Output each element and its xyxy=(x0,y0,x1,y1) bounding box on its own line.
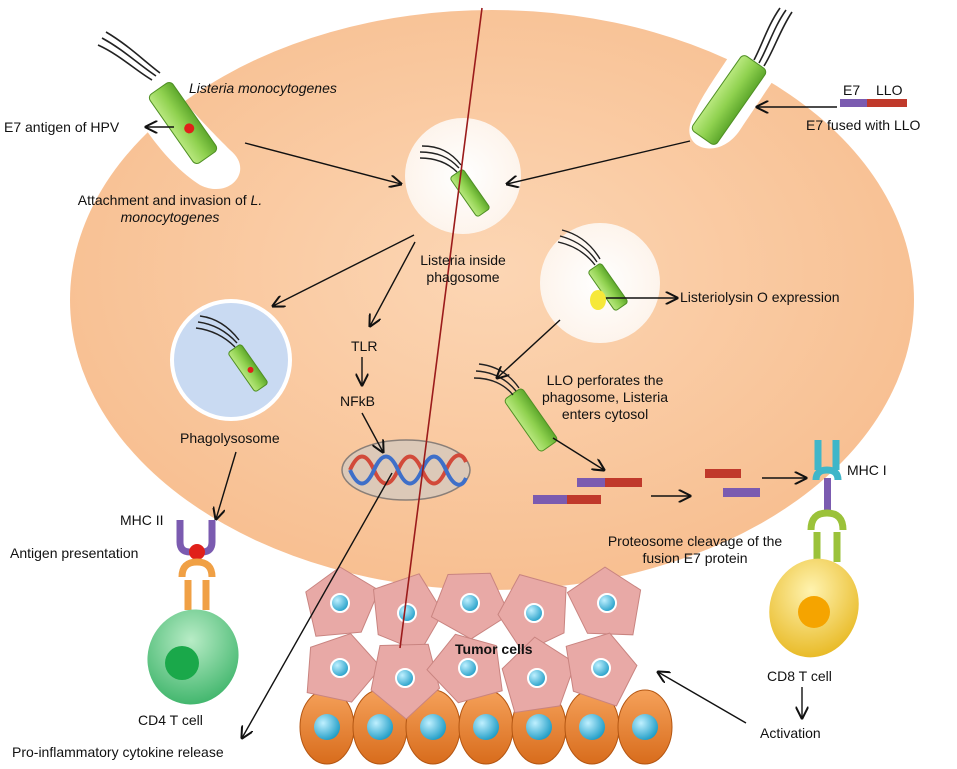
tumor-nucleus xyxy=(330,658,350,678)
e7-tag-label: E7 xyxy=(843,82,861,98)
tumor-nucleus xyxy=(314,714,340,740)
attachment-label: Attachment and invasion of L. monocytoge… xyxy=(77,192,263,225)
flagella-icon xyxy=(753,7,793,67)
listeriolysin-label: Listeriolysin O expression xyxy=(680,289,840,305)
cytokine-label: Pro-inflammatory cytokine release xyxy=(12,744,224,760)
mhc-i-label: MHC I xyxy=(847,462,887,478)
section-line xyxy=(399,7,483,649)
e7-llo-fusion-key xyxy=(840,99,907,107)
tumor-nucleus xyxy=(632,714,658,740)
tumor-nucleus xyxy=(420,714,446,740)
arrows xyxy=(146,107,837,738)
dna-helix-icon xyxy=(348,453,468,487)
tlr-label: TLR xyxy=(351,338,378,354)
bacterium-icon xyxy=(691,55,767,145)
t-cell-icon xyxy=(769,558,859,658)
phagolysosome-label: Phagolysosome xyxy=(180,430,280,446)
llo-tag-label: LLO xyxy=(876,82,903,98)
nfkb-label: NFkB xyxy=(340,393,375,409)
nucleus xyxy=(341,439,471,501)
tumor-nucleus xyxy=(526,714,552,740)
flagella-icon xyxy=(195,315,240,348)
phagolysosome-vesicle xyxy=(170,299,292,421)
antigen-presentation-label: Antigen presentation xyxy=(10,545,139,561)
tumor-nucleus xyxy=(527,668,547,688)
cd4-label: CD4 T cell xyxy=(138,712,203,728)
listeria-label: Listeria monocytogenes xyxy=(189,80,337,96)
tumor-nucleus xyxy=(473,714,499,740)
flagella-icon xyxy=(557,229,601,266)
bacterium-icon xyxy=(148,82,218,164)
tumor-nucleus xyxy=(579,714,605,740)
listeria-inside-label: Listeria inside phagosome xyxy=(420,252,506,285)
activation-label: Activation xyxy=(760,725,821,741)
mhc-ii-label: MHC II xyxy=(120,512,164,528)
cd8-label: CD8 T cell xyxy=(767,668,832,684)
fusion-protein-fragments xyxy=(533,469,760,504)
flagella-icon xyxy=(419,145,462,173)
flagella-icon xyxy=(97,31,161,81)
host-cell xyxy=(70,10,914,590)
bacterium-icon xyxy=(228,344,268,392)
tumor-cell-icon xyxy=(299,566,673,765)
tumor-nucleus xyxy=(397,603,417,623)
llo-perforates-label: LLO perforates the phagosome, Listeria e… xyxy=(541,372,669,422)
mhc-receptor-icon xyxy=(176,520,216,610)
tumor-nucleus xyxy=(591,658,611,678)
e7-fused-label: E7 fused with LLO xyxy=(806,117,921,133)
e7-antigen-label: E7 antigen of HPV xyxy=(4,119,120,135)
tumor-nucleus xyxy=(367,714,393,740)
tumor-nucleus xyxy=(460,593,480,613)
tumor-nucleus xyxy=(597,593,617,613)
tumor-nucleus xyxy=(458,658,478,678)
proteasome-label: Proteosome cleavage of the fusion E7 pro… xyxy=(607,533,783,566)
tumor-nucleus xyxy=(330,593,350,613)
tumor-cells-label: Tumor cells xyxy=(455,641,533,657)
tumor-nucleus xyxy=(524,603,544,623)
listeriolysin-blob xyxy=(590,290,606,310)
mhc-receptor-icon xyxy=(807,440,847,562)
tumor-nucleus xyxy=(395,668,415,688)
t-cell-icon xyxy=(147,609,239,705)
